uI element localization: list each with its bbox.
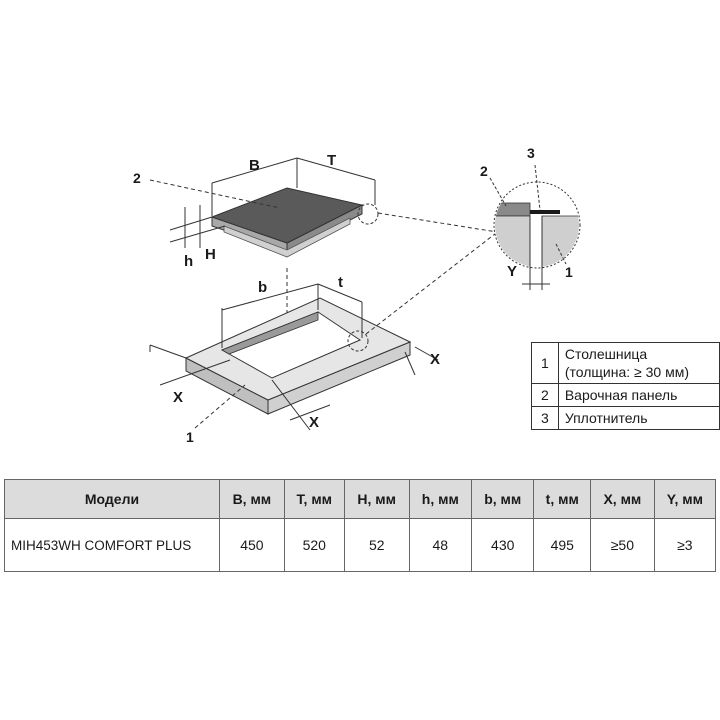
legend-row: 3 Уплотнитель: [531, 406, 720, 430]
legend-table: 1 Столешница (толщина: ≥ 30 мм) 2 Варочн…: [531, 342, 720, 430]
leader-callout-1: [194, 384, 246, 429]
detail-callout-3: 3: [527, 145, 535, 161]
dim-label-X-right: X: [430, 351, 440, 368]
hob-top-surface: [210, 187, 364, 244]
cell-model: MIH453WH COMFORT PLUS: [4, 518, 220, 572]
dim-label-X-front: X: [309, 414, 319, 431]
dimension-lines-bottom: [149, 283, 439, 431]
callout-1-label: 1: [186, 429, 194, 445]
legend-desc: Варочная панель: [557, 383, 720, 407]
detail-countertop-right: [541, 215, 579, 267]
hob-drawing: [210, 187, 364, 258]
header-B: B, мм: [219, 479, 285, 519]
detail-seal: [530, 210, 560, 214]
detail-callout-2: 2: [480, 163, 488, 179]
header-h: h, мм: [408, 479, 473, 519]
hob-under-frame: [223, 217, 351, 258]
legend-row: 2 Варочная панель: [531, 383, 720, 407]
detail-connector-bottom: [365, 229, 501, 335]
cell-h: 48: [408, 518, 473, 572]
dim-label-T: T: [327, 152, 336, 169]
detail-connector-top: [377, 212, 498, 233]
legend-desc: Уплотнитель: [557, 406, 720, 430]
cell-Y: ≥3: [653, 518, 717, 572]
cell-T: 520: [283, 518, 345, 572]
detail-view: [489, 164, 581, 290]
header-b: b, мм: [471, 479, 535, 519]
header-t: t, мм: [533, 479, 592, 519]
leader-detail-1: [555, 243, 567, 265]
header-H: H, мм: [343, 479, 410, 519]
header-X: X, мм: [590, 479, 655, 519]
detail-callout-1: 1: [565, 264, 573, 280]
dimension-lines-top: [169, 157, 376, 248]
header-model: Модели: [4, 479, 220, 519]
legend-row: 1 Столешница (толщина: ≥ 30 мм): [531, 342, 720, 384]
table-row: MIH453WH COMFORT PLUS 450 520 52 48 430 …: [4, 518, 717, 572]
dim-label-Y: Y: [507, 263, 517, 280]
table-header-row: Модели B, мм T, мм H, мм h, мм b, мм t, …: [4, 479, 717, 519]
dimensions-table: Модели B, мм T, мм H, мм h, мм b, мм t, …: [4, 479, 717, 572]
legend-desc: Столешница (толщина: ≥ 30 мм): [557, 342, 720, 384]
detail-marker-bottom: [347, 330, 369, 352]
dim-label-t: t: [338, 274, 343, 291]
leader-detail-2: [489, 177, 507, 207]
cell-b: 430: [471, 518, 535, 572]
callout-2-label: 2: [133, 170, 141, 186]
installation-diagram: B T h H 2 b t X X X 1: [133, 145, 581, 445]
legend-num: 3: [531, 406, 559, 430]
dim-label-H: H: [205, 246, 216, 263]
cell-t: 495: [533, 518, 592, 572]
cell-X: ≥50: [590, 518, 655, 572]
legend-num: 2: [531, 383, 559, 407]
cell-H: 52: [343, 518, 410, 572]
leader-callout-2: [149, 179, 281, 209]
header-Y: Y, мм: [653, 479, 717, 519]
cutout-inner-wall: [221, 311, 319, 355]
dim-label-b: b: [258, 279, 267, 296]
countertop-drawing: [184, 297, 412, 415]
legend-num: 1: [531, 342, 559, 384]
cell-B: 450: [219, 518, 285, 572]
leader-detail-3: [534, 164, 541, 211]
dim-label-B: B: [249, 157, 260, 174]
header-T: T, мм: [283, 479, 345, 519]
dim-label-X-left: X: [173, 389, 183, 406]
dim-label-h: h: [184, 253, 193, 270]
detail-marker-top: [357, 203, 379, 225]
detail-countertop: [495, 215, 531, 267]
